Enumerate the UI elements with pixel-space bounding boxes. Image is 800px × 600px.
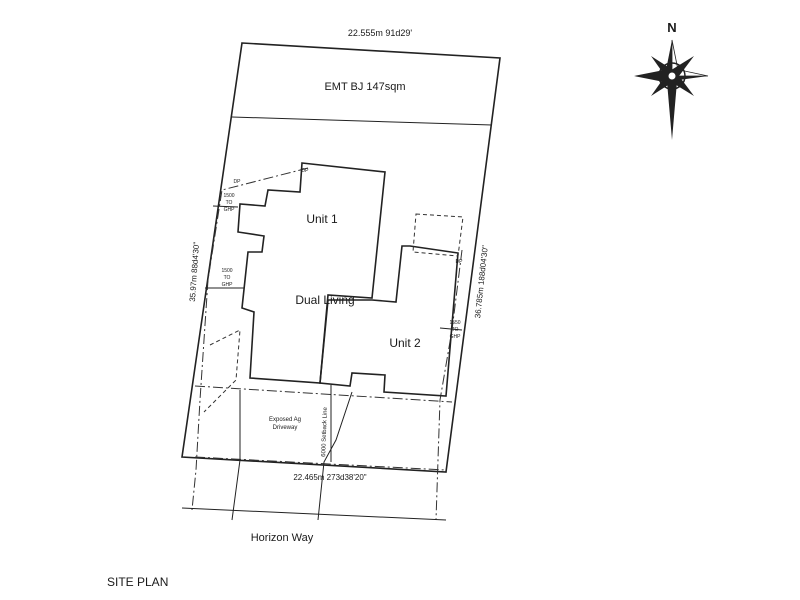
setback-line-label: 6000 Setback Line	[321, 406, 329, 457]
right-boundary-dimension: 36.785m 188d04'30"	[473, 245, 490, 319]
street-name: Horizon Way	[251, 532, 314, 544]
lot-boundary	[181, 42, 501, 473]
setback-tag-2-line3: GHP	[222, 282, 234, 288]
setback-tag-3-line2: TO	[452, 327, 459, 333]
dp-label-1: DP	[234, 179, 242, 185]
setback-tag-1-line3: GHP	[224, 207, 236, 213]
setback-tag-2-line1: 1500	[221, 268, 232, 274]
setback-tag-2-line2: TO	[224, 275, 231, 281]
dp-label-3: DP	[456, 259, 464, 265]
driveway-label-line1: Exposed Ag	[269, 417, 301, 423]
garage-outline	[412, 213, 464, 257]
building-envelope-line	[191, 167, 309, 511]
unit-2-label: Unit 2	[389, 336, 421, 350]
dim-tick-3	[439, 327, 463, 331]
setback-tag-3-line3: GHP	[450, 334, 462, 340]
setback-tag-1-line1: 1500	[223, 193, 234, 199]
driveway-line-right	[317, 391, 353, 521]
unit-1-label: Unit 1	[306, 212, 338, 226]
north-arrow-icon	[634, 39, 709, 140]
front-setback-line	[194, 385, 453, 403]
setback-tag-3-line1: 1550	[449, 320, 460, 326]
north-label: N	[667, 20, 676, 35]
unit-1-outline	[237, 162, 386, 384]
pergola-outline	[203, 329, 241, 413]
bottom-boundary-dimension: 22.465m 273d38'20"	[293, 473, 366, 482]
street-frontage-line	[181, 507, 447, 521]
driveway-label-line2: Driveway	[273, 425, 298, 431]
unit-2-outline	[319, 245, 459, 397]
drawing-title: SITE PLAN	[107, 575, 168, 589]
left-boundary-dimension: 35.97m 88d4'30"	[188, 241, 201, 302]
right-setback-line	[435, 249, 463, 521]
driveway-line-left	[231, 390, 241, 521]
easement-label: EMT BJ 147sqm	[324, 81, 405, 93]
dp-label-2: DP	[302, 168, 310, 174]
setback-tag-1-line2: TO	[226, 200, 233, 206]
top-boundary-dimension: 22.555m 91d29'	[348, 28, 413, 38]
dual-living-label: Dual Living	[295, 293, 354, 307]
frontage-line	[194, 456, 446, 471]
easement-line	[231, 116, 493, 126]
dim-tick-1	[212, 205, 239, 208]
